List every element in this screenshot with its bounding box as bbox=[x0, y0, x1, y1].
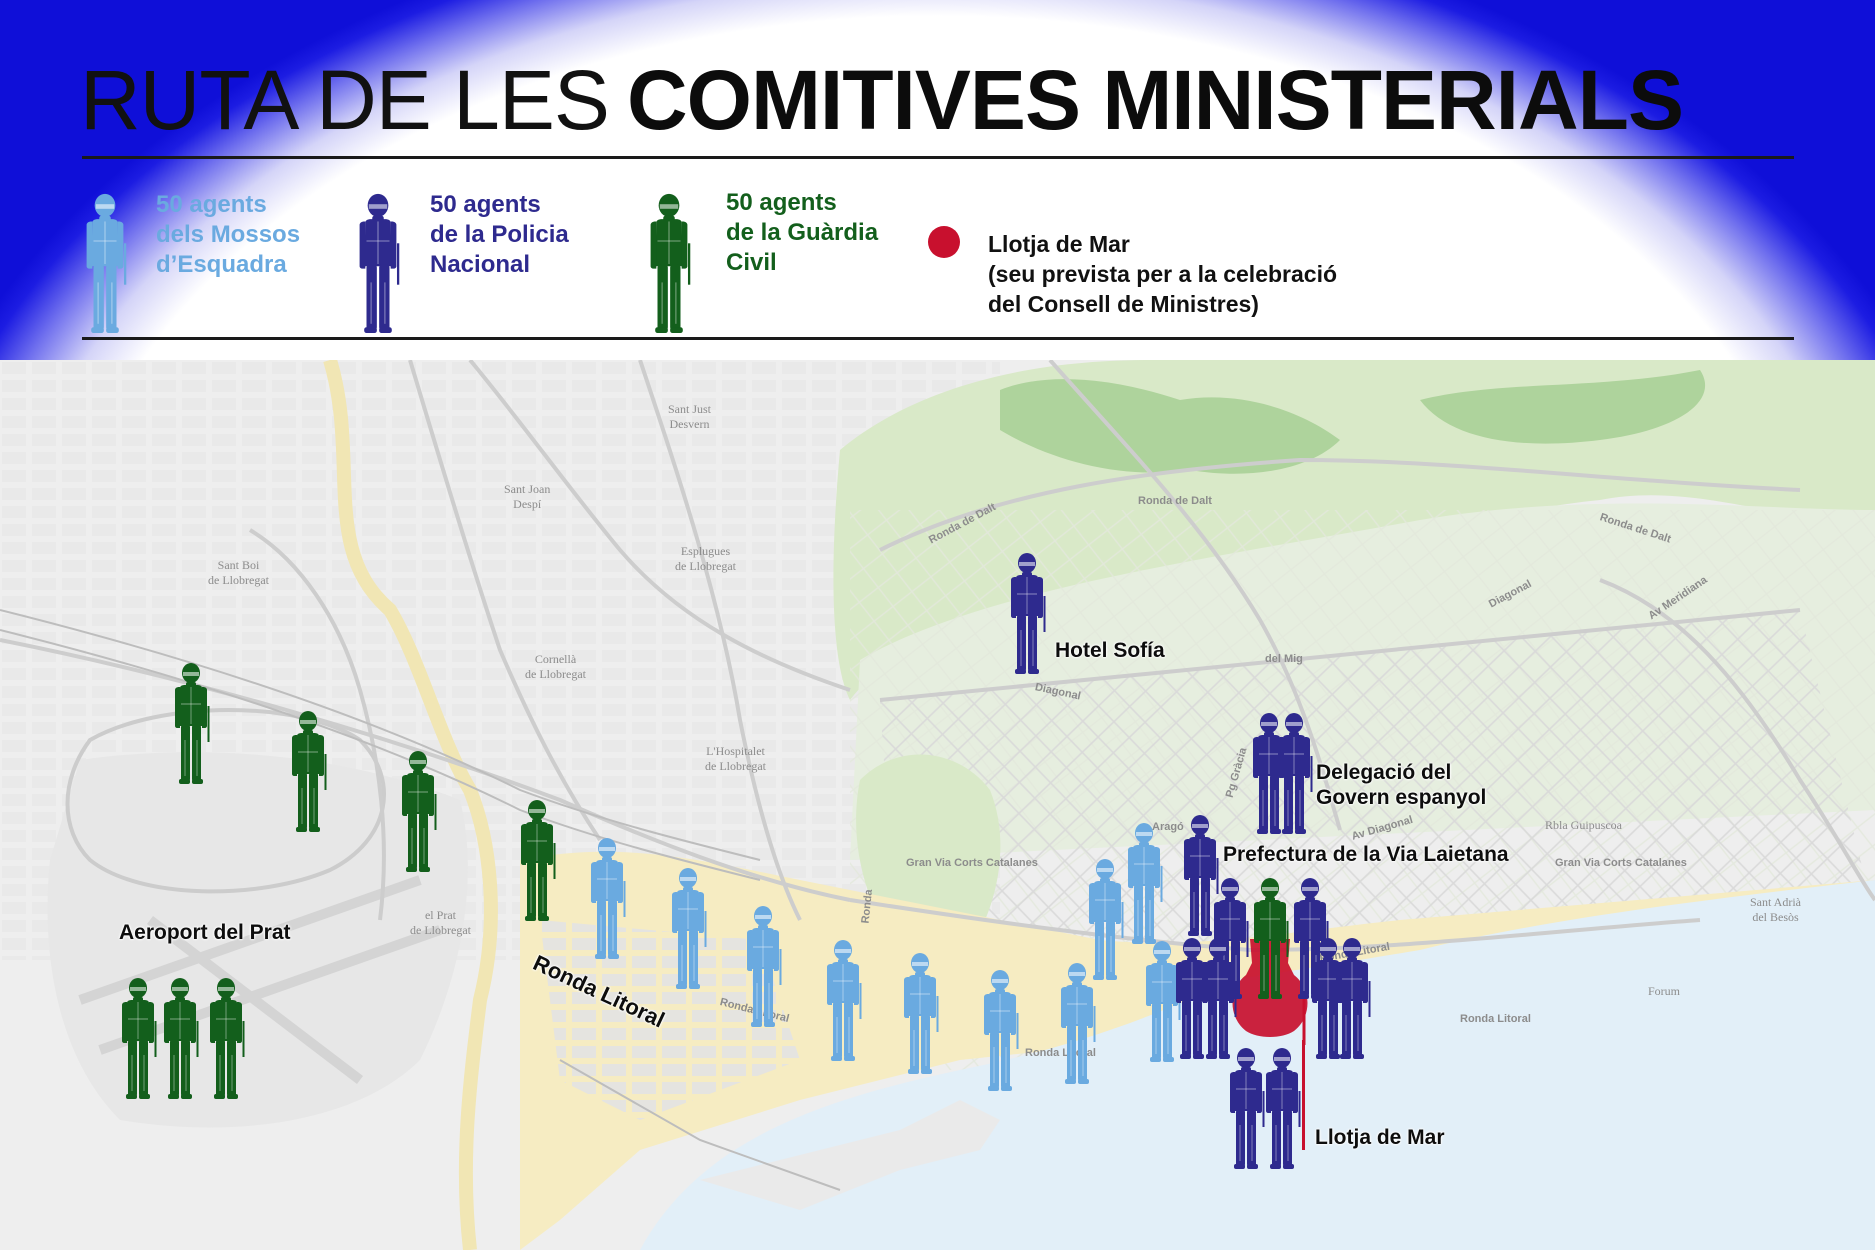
place-label: Sant Joan Despí bbox=[504, 482, 551, 511]
legend-policia-text: 50 agents de la Policia Nacional bbox=[430, 191, 569, 278]
port-docks bbox=[700, 1100, 1000, 1210]
guardia-agent-icon bbox=[210, 978, 245, 1099]
guardia-agent-icon bbox=[175, 663, 210, 784]
place-label: Sant Boi de Llobregat bbox=[208, 558, 269, 587]
mossos-agent-icon bbox=[904, 953, 939, 1074]
mossos-agent-icon bbox=[1061, 963, 1096, 1084]
road-label: Aragó bbox=[1152, 821, 1184, 833]
map-label-llotja: Llotja de Mar bbox=[1315, 1126, 1445, 1149]
mossos-agent-icon bbox=[747, 906, 782, 1027]
road-label: Ronda Litoral bbox=[1460, 1013, 1531, 1025]
place-label: Rbla Guipuscoa bbox=[1545, 818, 1622, 832]
guardia-agent-icon bbox=[122, 978, 157, 1099]
policia-agent-icon bbox=[359, 193, 400, 333]
mossos-agent-icon bbox=[1128, 823, 1163, 944]
place-label: Cornellà de Llobregat bbox=[525, 652, 586, 681]
llotja-marker-line bbox=[1302, 1040, 1305, 1150]
guardia-agent-icon bbox=[1254, 878, 1289, 999]
title-bold: COMITIVES MINISTERIALS bbox=[626, 53, 1684, 147]
mossos-agent-icon bbox=[1089, 859, 1124, 980]
mossos-agent-icon bbox=[86, 193, 127, 333]
map-label-hotel-sofia: Hotel Sofía bbox=[1055, 639, 1165, 662]
policia-agent-icon bbox=[1278, 713, 1313, 834]
guardia-agent-icon bbox=[164, 978, 199, 1099]
mossos-agent-icon bbox=[1146, 941, 1181, 1062]
mossos-agent-icon bbox=[591, 838, 626, 959]
city-map bbox=[0, 360, 1875, 1250]
place-label: L'Hospitalet de Llobregat bbox=[705, 744, 766, 773]
llobregat-river bbox=[323, 360, 498, 1250]
place-label: Sant Adrià del Besòs bbox=[1750, 895, 1801, 924]
map-label-delegacio-govern: Delegació del Govern espanyol bbox=[1316, 761, 1487, 809]
airport-loop bbox=[65, 708, 386, 894]
legend-llotja-marker bbox=[927, 225, 961, 264]
legend-policia-figure bbox=[355, 190, 401, 343]
guardia-agent-icon bbox=[650, 193, 691, 333]
policia-agent-icon bbox=[1011, 553, 1046, 674]
policia-agent-icon bbox=[1202, 938, 1237, 1059]
mossos-agent-icon bbox=[984, 970, 1019, 1091]
policia-agent-icon bbox=[1184, 815, 1219, 936]
place-label: Sant Just Desvern bbox=[668, 402, 712, 431]
title-rule bbox=[82, 156, 1794, 159]
railways bbox=[0, 609, 841, 1191]
road-label: Ronda de Dalt bbox=[1138, 495, 1212, 507]
guardia-agent-icon bbox=[292, 711, 327, 832]
road-label: Gran Via Corts Catalanes bbox=[906, 857, 1038, 869]
legend-guardia-text: 50 agents de la Guàrdia Civil bbox=[726, 189, 879, 276]
road-label: del Mig bbox=[1265, 653, 1303, 665]
place-label: el Prat de Llobregat bbox=[410, 908, 471, 937]
legend-llotja-text: Llotja de Mar (seu prevista per a la cel… bbox=[988, 231, 1338, 317]
map-label-prefectura: Prefectura de la Via Laietana bbox=[1223, 843, 1509, 866]
mossos-agent-icon bbox=[827, 940, 862, 1061]
legend-mossos-text: 50 agents dels Mossos d’Esquadra bbox=[156, 191, 301, 278]
policia-agent-icon bbox=[1230, 1048, 1265, 1169]
guardia-agent-icon bbox=[402, 751, 437, 872]
policia-agent-icon bbox=[1336, 938, 1371, 1059]
tibidabo-forest bbox=[1000, 379, 1340, 474]
highways bbox=[0, 360, 1875, 953]
legend-rule bbox=[82, 337, 1794, 340]
title-light: RUTA DE LES bbox=[80, 53, 610, 147]
map-label-aeroport: Aeroport del Prat bbox=[119, 921, 291, 944]
legend-guardia-figure bbox=[646, 190, 692, 343]
legend-mossos-figure bbox=[82, 190, 128, 343]
forest-east bbox=[1420, 370, 1706, 444]
llotja-marker-icon bbox=[928, 226, 960, 258]
place-label: Forum bbox=[1648, 984, 1681, 998]
zona-franca bbox=[540, 920, 800, 1120]
policia-agent-icon bbox=[1266, 1048, 1301, 1169]
road-label: Gran Via Corts Catalanes bbox=[1555, 857, 1687, 869]
guardia-agent-icon bbox=[521, 800, 556, 921]
mossos-agent-icon bbox=[672, 868, 707, 989]
place-label: Esplugues de Llobregat bbox=[675, 544, 736, 573]
